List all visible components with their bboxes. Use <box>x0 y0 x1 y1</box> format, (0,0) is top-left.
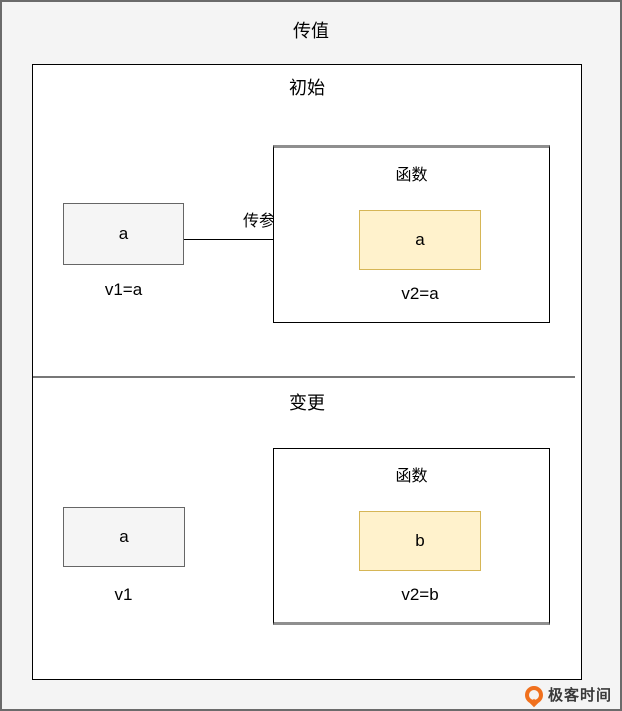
function-title-initial: 函数 <box>395 167 428 184</box>
variable-value: a <box>119 527 129 546</box>
variable-box-v1-initial: a <box>63 203 184 265</box>
param-value: a <box>415 230 425 249</box>
pass-arrow-label: 传参 <box>242 213 275 230</box>
param-value: b <box>415 531 425 550</box>
geektime-logo: 极客时间 <box>524 684 612 705</box>
variable-label-v1-initial: v1=a <box>104 280 143 299</box>
section-divider <box>33 376 575 378</box>
variable-box-v1-change: a <box>63 507 185 567</box>
section-title-initial: 初始 <box>289 78 325 98</box>
diagram-container: 初始 a v1=a 传参 函数 a v2=a 变更 a v1 函数 b <box>32 64 582 680</box>
param-label-v2-change: v2=b <box>401 585 439 604</box>
function-box-initial: 函数 a v2=a <box>273 145 550 323</box>
function-box-change: 函数 b v2=b <box>273 448 550 625</box>
param-box-v2-initial: a <box>359 210 481 270</box>
geektime-icon <box>524 685 543 704</box>
geektime-logo-text: 极客时间 <box>547 687 612 704</box>
function-title-change: 函数 <box>395 468 428 485</box>
arrow-line <box>184 239 351 240</box>
section-title-change: 变更 <box>289 393 325 413</box>
param-label-v2-initial: v2=a <box>401 284 439 303</box>
diagram-title: 传值 <box>293 21 329 41</box>
param-box-v2-change: b <box>359 511 481 571</box>
variable-label-v1-change: v1 <box>114 585 133 604</box>
variable-value: a <box>118 224 129 243</box>
